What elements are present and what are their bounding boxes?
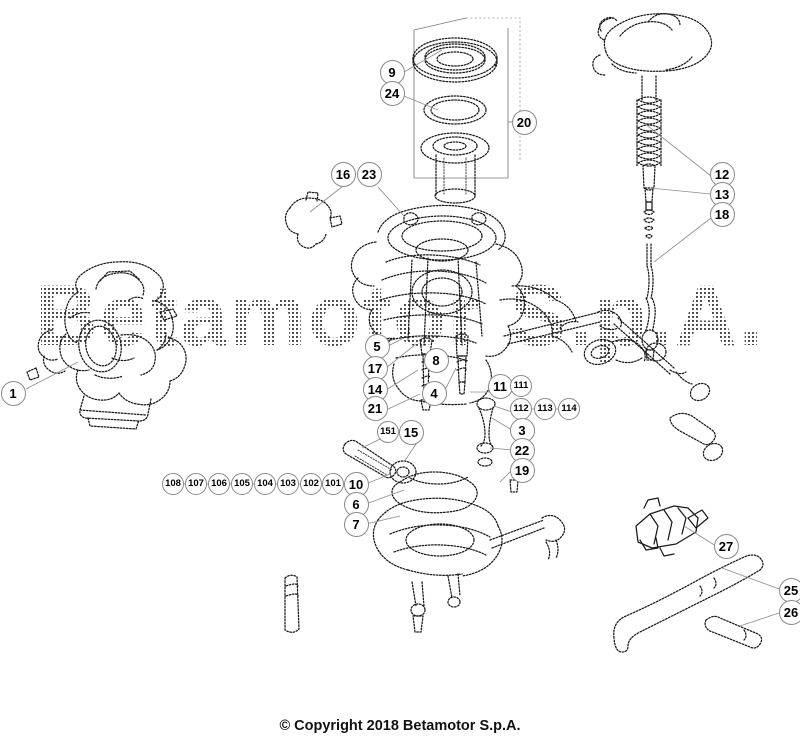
callout-114[interactable]: 114: [558, 398, 580, 420]
callout-112[interactable]: 112: [510, 398, 532, 420]
callout-21[interactable]: 21: [362, 395, 388, 421]
callout-15[interactable]: 15: [398, 419, 424, 445]
callout-18[interactable]: 18: [709, 201, 735, 227]
callout-108[interactable]: 108: [162, 473, 184, 495]
part-float-group: [503, 309, 724, 462]
callout-151[interactable]: 151: [377, 421, 399, 443]
part-elbow-fitting: [284, 191, 343, 249]
callout-26[interactable]: 26: [778, 599, 800, 625]
callout-1[interactable]: 1: [0, 380, 26, 406]
callout-20[interactable]: 20: [511, 109, 537, 135]
part-float-bowl: [372, 471, 566, 633]
part-carburettor-body: [350, 204, 667, 406]
part-diaphragm: [423, 95, 487, 125]
callout-7[interactable]: 7: [343, 511, 369, 537]
leader-lines: [25, 49, 783, 627]
callout-107[interactable]: 107: [185, 473, 207, 495]
part-spring-coils: [636, 96, 662, 167]
callout-27[interactable]: 27: [713, 533, 739, 559]
callout-104[interactable]: 104: [254, 473, 276, 495]
part-vacuum-piston: [420, 132, 490, 204]
part-vent-hose-short: [704, 615, 763, 649]
callout-4[interactable]: 4: [421, 380, 447, 406]
callout-113[interactable]: 113: [534, 398, 556, 420]
callout-8[interactable]: 8: [423, 347, 449, 373]
callout-16[interactable]: 16: [330, 161, 356, 187]
callout-17[interactable]: 17: [362, 355, 388, 381]
part-vent-hose-long: [613, 554, 764, 653]
copyright-notice: © Copyright 2018 Betamotor S.p.A.: [279, 718, 521, 734]
callout-101[interactable]: 101: [322, 473, 344, 495]
callout-106[interactable]: 106: [208, 473, 230, 495]
part-solenoid-valve: [635, 497, 709, 557]
callout-19[interactable]: 19: [509, 457, 535, 483]
callout-11[interactable]: 11: [487, 373, 513, 399]
part-standalone-pin: [284, 574, 300, 633]
callout-9[interactable]: 9: [379, 59, 405, 85]
callout-105[interactable]: 105: [231, 473, 253, 495]
part-top-cover-group: [412, 17, 521, 204]
callout-103[interactable]: 103: [277, 473, 299, 495]
callout-24[interactable]: 24: [379, 80, 405, 106]
callout-102[interactable]: 102: [300, 473, 322, 495]
callout-23[interactable]: 23: [356, 161, 382, 187]
part-needle-spring-group: [592, 13, 713, 361]
callout-25[interactable]: 25: [778, 577, 800, 603]
callout-5[interactable]: 5: [364, 333, 390, 359]
callout-111[interactable]: 111: [510, 375, 532, 397]
part-carburettor-complete: [26, 261, 187, 430]
